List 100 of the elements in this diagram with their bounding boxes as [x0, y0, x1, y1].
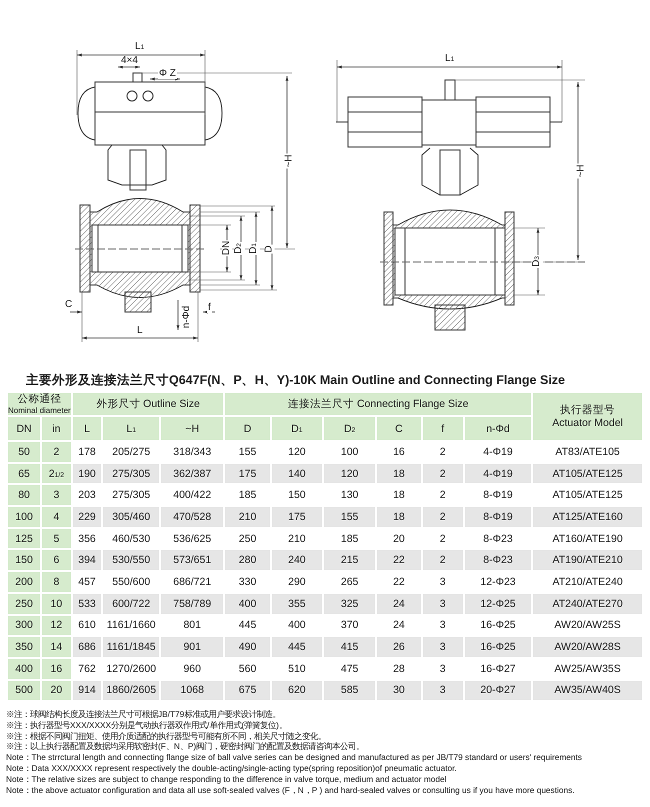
- table-cell: 250: [8, 594, 40, 614]
- table-cell: 355: [272, 594, 322, 614]
- table-cell: 620: [272, 680, 322, 700]
- dimension-label: Φ Z: [158, 69, 177, 79]
- column-header: L: [72, 417, 102, 440]
- column-header: in: [42, 417, 71, 440]
- dimension-label: n-Φd: [182, 304, 192, 330]
- note-text: Note：the above actuator configuration and data all use soft-sealed valves (F，N，P ) and hard-sealed valves or consulting us if you have more questions.: [6, 784, 575, 796]
- table-cell: 400: [225, 594, 270, 614]
- table-cell: 155: [324, 507, 376, 527]
- table-cell: 3: [422, 680, 463, 700]
- table-cell: 16: [42, 658, 71, 679]
- table-cell: 350: [8, 637, 40, 657]
- section-heading: 主要外形及连接法兰尺寸Q647F(N、P、H、Y)-10K Main Outline and Connecting Flange Size: [26, 372, 565, 389]
- table-cell: AW20/AW28S: [533, 637, 642, 657]
- table-cell: 240: [272, 550, 322, 570]
- table-cell: 3: [422, 594, 463, 614]
- table-cell: 275/305: [103, 464, 160, 484]
- note-text: ※注：执行器型号XXX/XXXX分别是气动执行器双作用式/单作用式(弹簧复位)。: [6, 720, 287, 731]
- note-text: Note：The relative sizes are subject to change responding to the difference in valve torque, medium and actuator model: [6, 774, 446, 785]
- column-header: C: [377, 417, 421, 440]
- table-cell: 2: [422, 507, 463, 527]
- table-cell: 914: [72, 680, 102, 700]
- table-cell: 215: [324, 550, 376, 570]
- table-cell: 415: [324, 637, 376, 657]
- table-cell: 394: [72, 550, 102, 570]
- table-cell: 1860/2605: [103, 680, 160, 700]
- header-subtext: Nominal diameter: [8, 406, 71, 415]
- table-cell: AT240/ATE270: [533, 594, 642, 614]
- table-cell: 305/460: [103, 507, 160, 527]
- table-cell: 758/789: [161, 594, 224, 614]
- table-cell: 6: [42, 550, 71, 570]
- table-cell: 300: [8, 616, 40, 636]
- dimension-label: C: [64, 300, 74, 310]
- column-header: 连接法兰尺寸 Connecting Flange Size: [225, 393, 532, 415]
- table-cell: 8-Φ23: [464, 550, 532, 570]
- table-cell: 20: [42, 680, 71, 700]
- note-text: Note：Data XXX/XXXX represent respectively the double-acting/single-acting type(spring reposition)of pneumatic actuator.: [6, 762, 457, 774]
- table-cell: 2: [422, 464, 463, 484]
- table-cell: 573/651: [161, 550, 224, 570]
- table-cell: 175: [225, 464, 270, 484]
- note-text: Note：The strrctural length and connecting flange size of ball valve series can be designed and manufactured as per JB/T79 standard or users' requirements: [6, 752, 582, 763]
- dimension-label: D: [264, 244, 275, 254]
- table-cell: 325: [324, 594, 376, 614]
- table-cell: 1161/1845: [103, 637, 160, 657]
- table-cell: 50: [8, 442, 40, 462]
- table-cell: 175: [272, 507, 322, 527]
- table-cell: 686: [72, 637, 102, 657]
- note-text: ※注：以上执行器配置及数据均采用软密封(F、N、P)阀门，硬密封阀门的配置及数据请咨询本公司。: [6, 741, 364, 752]
- table-cell: 600/722: [103, 594, 160, 614]
- table-cell: 4-Φ19: [464, 464, 532, 484]
- table-cell: 200: [8, 572, 40, 592]
- table-cell: AT105/ATE125: [533, 464, 642, 484]
- table-cell: 30: [377, 680, 421, 700]
- table-cell: 8-Φ19: [464, 507, 532, 527]
- table-cell: 210: [225, 507, 270, 527]
- table-cell: 533: [72, 594, 102, 614]
- table-cell: 125: [8, 528, 40, 548]
- header-text: 执行器型号: [559, 404, 616, 416]
- table-cell: 3: [422, 637, 463, 657]
- table-cell: 140: [272, 464, 322, 484]
- dimension-label: 4×4: [120, 56, 139, 66]
- table-cell: 22: [377, 550, 421, 570]
- header-subtext: Actuator Model: [551, 416, 624, 430]
- column-header: DN: [8, 417, 40, 440]
- table-cell: AT190/ATE210: [533, 550, 642, 570]
- table-cell: 500: [8, 680, 40, 700]
- header-text: 公称通径: [16, 393, 62, 406]
- table-cell: 100: [8, 507, 40, 527]
- table-cell: 18: [377, 507, 421, 527]
- table-cell: 16-Φ25: [464, 637, 532, 657]
- table-cell: 2: [422, 550, 463, 570]
- table-cell: 229: [72, 507, 102, 527]
- table-cell: 80: [8, 485, 40, 506]
- table-cell: 530/550: [103, 550, 160, 570]
- column-header: n-Φd: [464, 417, 532, 440]
- table-cell: 901: [161, 637, 224, 657]
- dimension-label: f: [207, 303, 212, 313]
- table-cell: 20-Φ27: [464, 680, 532, 700]
- table-cell: 65: [8, 464, 40, 484]
- dimension-label: L: [136, 326, 144, 336]
- table-cell: 190: [72, 464, 102, 484]
- table-cell: 120: [324, 464, 376, 484]
- table-cell: 280: [225, 550, 270, 570]
- table-cell: 675: [225, 680, 270, 700]
- table-cell: AW35/AW40S: [533, 680, 642, 700]
- table-cell: 362/387: [161, 464, 224, 484]
- table-cell: 3: [42, 485, 71, 506]
- table-cell: 24: [377, 594, 421, 614]
- column-header: 外形尺寸 Outline Size: [72, 393, 224, 415]
- note-text: ※注：球阀结构长度及连接法兰尺寸可根据JB/T79标准或用户要求设计制造。: [6, 709, 280, 720]
- table-cell: 1068: [161, 680, 224, 700]
- table-cell: 5: [42, 528, 71, 548]
- table-cell: 8: [42, 572, 71, 592]
- column-header: ~H: [161, 417, 224, 440]
- table-cell: 14: [42, 637, 71, 657]
- table-cell: 445: [272, 637, 322, 657]
- column-header: f: [422, 417, 463, 440]
- table-cell: 4: [42, 507, 71, 527]
- table-cell: 585: [324, 680, 376, 700]
